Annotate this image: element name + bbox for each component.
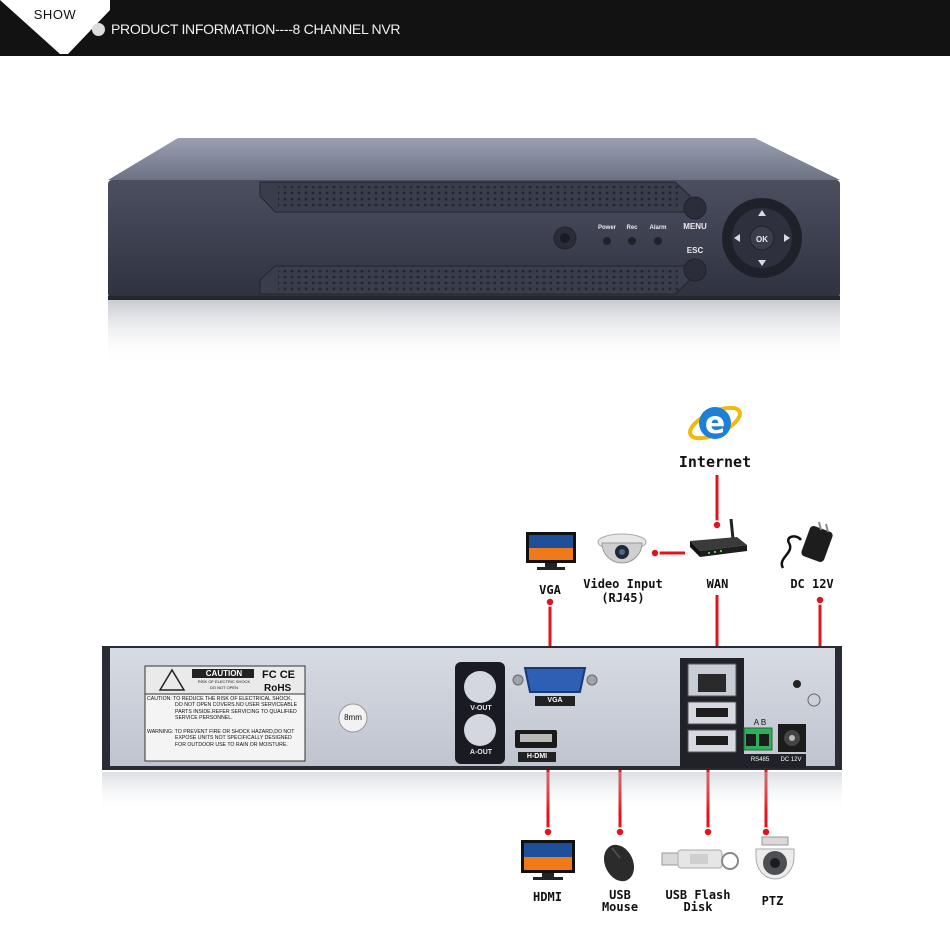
hdmi-port-label: H-DMI [526, 753, 548, 760]
ptz-camera-icon [755, 836, 795, 880]
hdmi-label: HDMI [533, 890, 562, 904]
esc-button-label: ESC [686, 246, 704, 255]
header-bar [0, 0, 950, 56]
vga-port-label: VGA [547, 697, 563, 704]
ok-button-label: OK [756, 235, 768, 244]
aout-label: A-OUT [469, 749, 493, 756]
usb-flash-disk-icon [661, 849, 739, 870]
vout-label: V-OUT [470, 705, 492, 712]
caution-sub2: DO NOT OPEN [210, 685, 238, 690]
ptz-label: PTZ [761, 894, 784, 908]
vga-label: VGA [539, 583, 561, 597]
rohs-mark: RoHS [264, 683, 292, 694]
caution-text: CAUTION: TO REDUCE THE RISK OF ELECTRICA… [147, 696, 298, 722]
rs485-label: RS485 [750, 757, 770, 763]
power-adapter-icon [780, 521, 833, 569]
video-input-label: Video Input [583, 577, 663, 591]
usb-mouse-label-2: Mouse [601, 900, 639, 914]
fc-ce-mark: FC CE [262, 669, 295, 681]
vga-monitor-icon [526, 532, 576, 570]
caution-sub1: RISK OF ELECTRIC SHOCK [197, 679, 251, 684]
power-indicator-label: Power [597, 225, 616, 231]
page-title: PRODUCT INFORMATION----8 CHANNEL NVR [111, 21, 401, 37]
menu-button-label: MENU [683, 222, 707, 231]
info-icon [92, 23, 105, 36]
ab-label: A B [753, 718, 767, 727]
show-tab [0, 0, 110, 54]
svg-text:e: e [705, 406, 725, 441]
video-input-sub-label: (RJ45) [601, 591, 645, 605]
usb-flash-label-1: USB Flash [665, 888, 731, 902]
dc-12v-label: DC 12V [790, 577, 834, 591]
dc-port-label: DC 12V [780, 757, 802, 763]
dome-camera-icon [597, 533, 647, 564]
caution-title: CAUTION [205, 669, 243, 678]
internet-label: Internet [678, 453, 752, 471]
screw-label: 8mm [344, 713, 362, 722]
internet-explorer-icon: e [688, 405, 742, 441]
router-icon [690, 518, 747, 557]
hdmi-monitor-icon [521, 840, 575, 880]
show-label: SHOW [33, 7, 77, 22]
warning-text: WARNING: TO PREVENT FIRE OR SHOCK HAZARD… [147, 729, 295, 748]
rec-indicator-label: Rec [626, 225, 638, 231]
usb-flash-label-2: Disk [683, 900, 713, 914]
nvr-rear-view [102, 646, 842, 812]
usb-mouse-label-1: USB [609, 888, 631, 902]
nvr-front-view [108, 138, 840, 364]
wan-label: WAN [706, 577, 729, 591]
usb-mouse-icon [603, 844, 635, 882]
alarm-indicator-label: Alarm [649, 225, 667, 231]
